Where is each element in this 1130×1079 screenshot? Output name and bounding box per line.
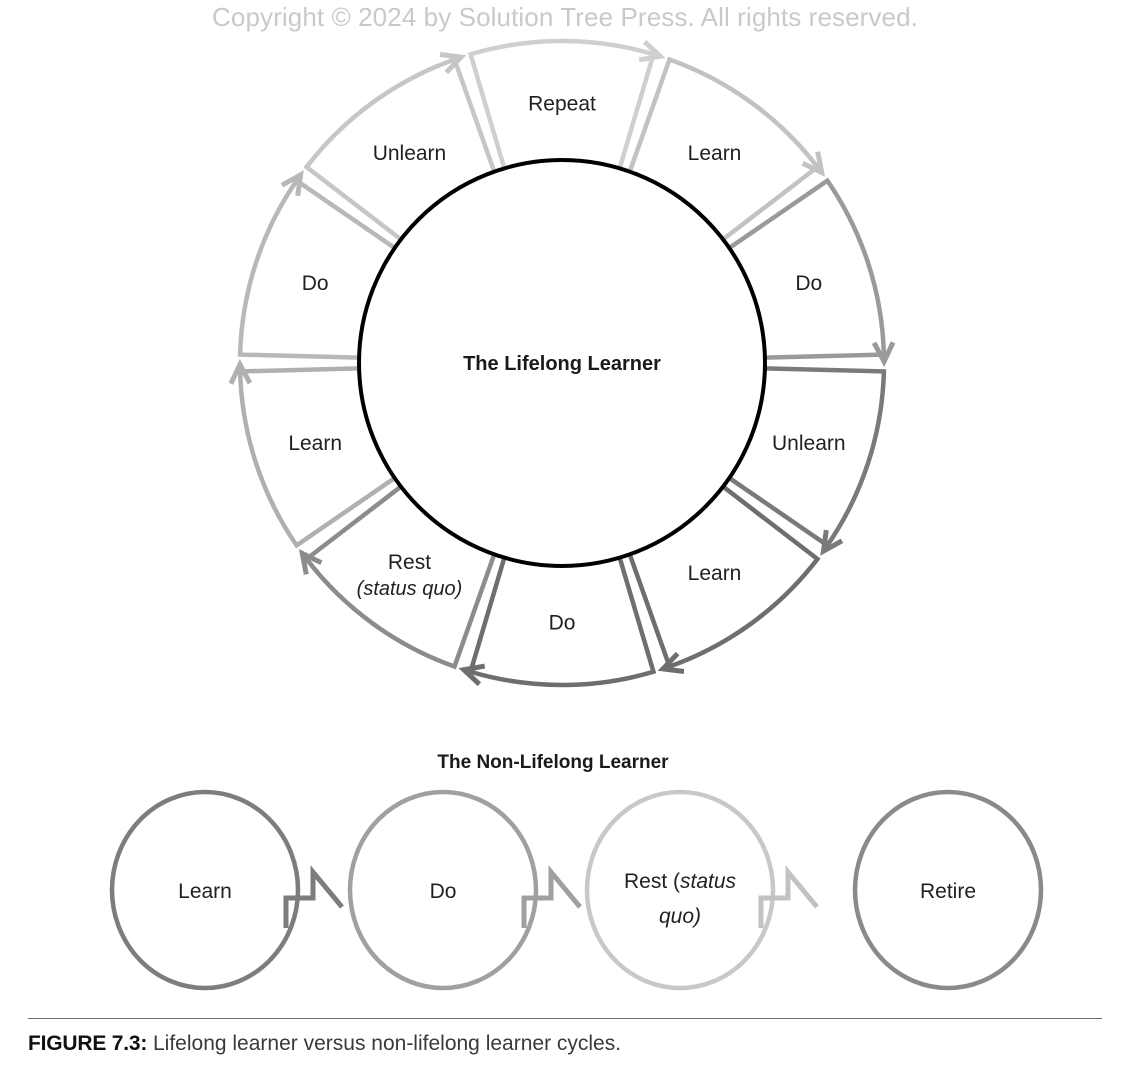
figure-caption-text: Lifelong learner versus non-lifelong lea… [147, 1032, 622, 1055]
wheel-arrowhead-icon [657, 651, 685, 674]
chain-node-label: Rest (status [624, 870, 737, 893]
wheel-segment-label: Do [302, 272, 329, 295]
wheel-arrowhead-icon [439, 52, 467, 75]
wheel-segment [303, 484, 497, 670]
chain-node-label: Learn [178, 880, 232, 903]
wheel-arrowhead-icon [298, 549, 323, 575]
wheel-arrowhead-icon [458, 663, 486, 687]
chain-node-label: Do [430, 880, 457, 903]
figure-number: FIGURE 7.3: [28, 1032, 148, 1055]
wheel-segment-label: Learn [688, 562, 742, 585]
wheel-segment-sublabel: (status quo) [357, 578, 463, 600]
caption-divider [28, 1018, 1102, 1019]
wheel-segment-label: Do [549, 612, 576, 635]
wheel-arrowhead-icon [638, 39, 666, 63]
chain-title: The Non-Lifelong Learner [437, 752, 669, 773]
wheel-segment-label: Learn [688, 142, 742, 165]
wheel-segment [303, 56, 497, 242]
wheel-arrowhead-icon [228, 358, 253, 385]
copyright-notice: Copyright © 2024 by Solution Tree Press.… [212, 2, 918, 32]
center-title: The Lifelong Learner [463, 353, 661, 375]
wheel-segment-label: Repeat [528, 93, 596, 116]
chain-arrow-icon [758, 865, 819, 928]
wheel-segment-group [228, 38, 896, 688]
non-lifelong-learner-chain: The Non-Lifelong Learner Learn Do Rest (st… [109, 752, 1044, 991]
wheel-arrowhead-icon [871, 341, 896, 368]
wheel-arrowhead-icon [801, 151, 826, 177]
chain-node-circle [109, 789, 301, 991]
chain-arrow-icon [283, 865, 344, 928]
wheel-segment-label: Unlearn [772, 432, 846, 455]
wheel-segment-label: Unlearn [373, 142, 447, 165]
wheel-segment-label: Learn [288, 432, 342, 455]
chain-node-circle [852, 789, 1044, 991]
wheel-segment [467, 557, 657, 688]
chain-node-sublabel: quo) [659, 905, 701, 928]
wheel-segment-label: Do [795, 272, 822, 295]
chain-node-circle [584, 789, 776, 991]
wheel-segment [467, 38, 657, 169]
wheel-segment [728, 366, 887, 549]
wheel-segment [728, 177, 887, 360]
chain-node-label: Retire [920, 880, 976, 903]
chain-arrow-icon [521, 865, 582, 928]
chain-shape-group: Learn Do Rest (status quo) Retire [109, 789, 1044, 991]
center-circle [357, 158, 767, 568]
chain-node-circle [347, 789, 539, 991]
wheel-segment [237, 177, 396, 360]
wheel-arrowhead-icon [820, 529, 844, 556]
lifelong-learner-wheel: The Lifelong Learner RepeatLearnDoUnlear… [228, 38, 896, 688]
wheel-segment [237, 366, 396, 549]
wheel-segment-label: Rest [388, 551, 431, 574]
wheel-arrowhead-icon [280, 170, 304, 197]
wheel-segment [627, 56, 821, 242]
figure-caption: FIGURE 7.3: Lifelong learner versus non-… [28, 1032, 1102, 1056]
wheel-segment [627, 484, 821, 670]
figure-caption-block: FIGURE 7.3: Lifelong learner versus non-… [28, 1018, 1102, 1056]
